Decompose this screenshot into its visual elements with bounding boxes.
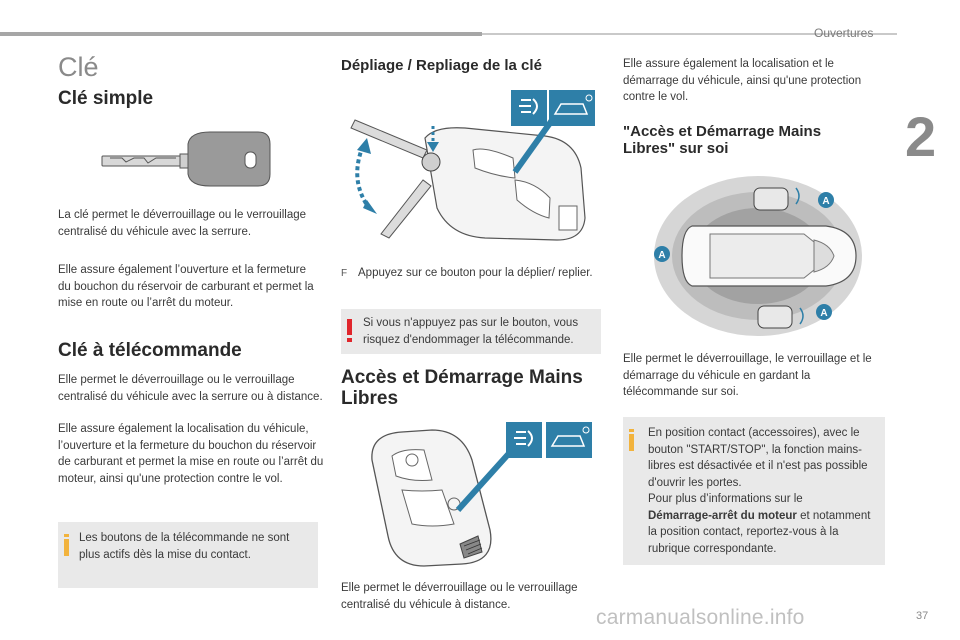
paragraph-intro-col3: Elle assure également la localisation et…	[623, 58, 862, 103]
warning-icon	[347, 319, 353, 342]
section-name: Ouvertures	[814, 26, 874, 40]
info-note-handsfree: En position contact (accessoires), avec …	[623, 417, 885, 565]
paragraph-simple-2: Elle assure également l’ouverture et la …	[58, 264, 314, 309]
header-rule-thin	[482, 33, 897, 35]
heading-fold-key: Dépliage / Repliage de la clé	[341, 57, 542, 74]
note-part-2: Pour plus d’informations sur le	[648, 493, 803, 505]
info-icon	[64, 534, 70, 556]
zone-label-a-left: A	[658, 250, 665, 261]
simple-key-illustration	[101, 131, 271, 187]
info-note-handsfree-text: En position contact (accessoires), avec …	[648, 425, 880, 557]
note-part-1: En position contact (accessoires), avec …	[648, 427, 868, 489]
page-title: Clé	[58, 52, 99, 82]
note-bold-link: Démarrage-arrêt du moteur	[648, 509, 797, 522]
warning-text: Si vous n'appuyez pas sur le bouton, vou…	[363, 317, 579, 346]
detection-zone-diagram: A A A	[654, 176, 862, 336]
bullet-marker: F	[341, 268, 348, 279]
paragraph-keyless: Elle permet le déverrouillage ou le verr…	[341, 582, 578, 611]
warning-note: Si vous n'appuyez pas sur le bouton, vou…	[341, 309, 601, 354]
paragraph-handsfree: Elle permet le déverrouillage, le verrou…	[623, 353, 872, 398]
header-rule	[0, 32, 482, 36]
page-number: 37	[916, 610, 929, 622]
info-note-text: Les boutons de la télécommande ne sont p…	[79, 532, 290, 561]
folding-key-illustration	[350, 90, 595, 241]
info-icon-2	[629, 429, 635, 451]
info-note-remote: Les boutons de la télécommande ne sont p…	[58, 522, 318, 588]
zone-label-a-bottom: A	[820, 308, 827, 319]
note-part-3: et notamment la position contact, report…	[648, 509, 871, 555]
zone-label-a-top: A	[822, 196, 829, 207]
watermark[interactable]: carmanualsonline.info	[596, 606, 805, 629]
keyless-fob-illustration	[371, 422, 592, 567]
chapter-number: 2	[905, 105, 937, 168]
heading-handsfree: "Accès et Démarrage Mains Libres" sur so…	[623, 123, 822, 158]
paragraph-simple-1: La clé permet le déverrouillage ou le ve…	[58, 209, 307, 238]
heading-keyless: Accès et Démarrage Mains Libres	[341, 367, 583, 409]
paragraph-remote-1: Elle permet le déverrouillage ou le verr…	[58, 374, 323, 403]
paragraph-remote-2: Elle assure également la localisation du…	[58, 423, 324, 485]
heading-simple-key: Clé simple	[58, 88, 154, 109]
heading-remote-key: Clé à télécommande	[58, 340, 242, 361]
bullet-text-fold: Appuyez sur ce bouton pour la déplier/ r…	[358, 267, 593, 279]
